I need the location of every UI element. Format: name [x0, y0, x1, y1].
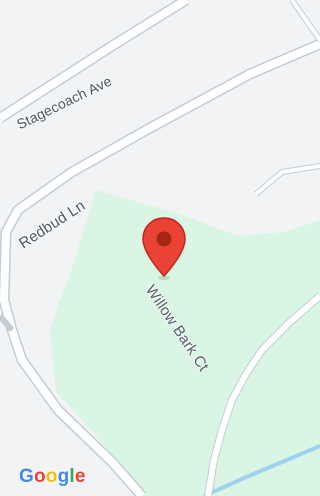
- water-stream: [203, 444, 320, 496]
- road-willow-bark-ct: [204, 292, 320, 496]
- map-pin-shadow: [158, 276, 170, 280]
- road-stagecoach-ave: [0, 0, 189, 123]
- road-minor-left: [0, 314, 15, 332]
- map-pin-body: [142, 217, 186, 278]
- road-minor-right: [254, 163, 320, 197]
- map-pin-dot: [156, 231, 172, 247]
- map-pin-icon[interactable]: [140, 216, 188, 282]
- park-area: [50, 190, 320, 496]
- google-logo: Google: [19, 467, 86, 486]
- google-logo-letter: g: [57, 466, 70, 487]
- google-logo-letter: o: [45, 466, 58, 487]
- google-logo-letter: e: [74, 466, 86, 487]
- road-minor-top-right: [289, 0, 320, 42]
- road-redbud-ln: [0, 38, 320, 496]
- google-logo-letter: G: [19, 466, 34, 487]
- google-logo-letter: o: [33, 466, 46, 487]
- google-logo-letter: l: [69, 466, 75, 487]
